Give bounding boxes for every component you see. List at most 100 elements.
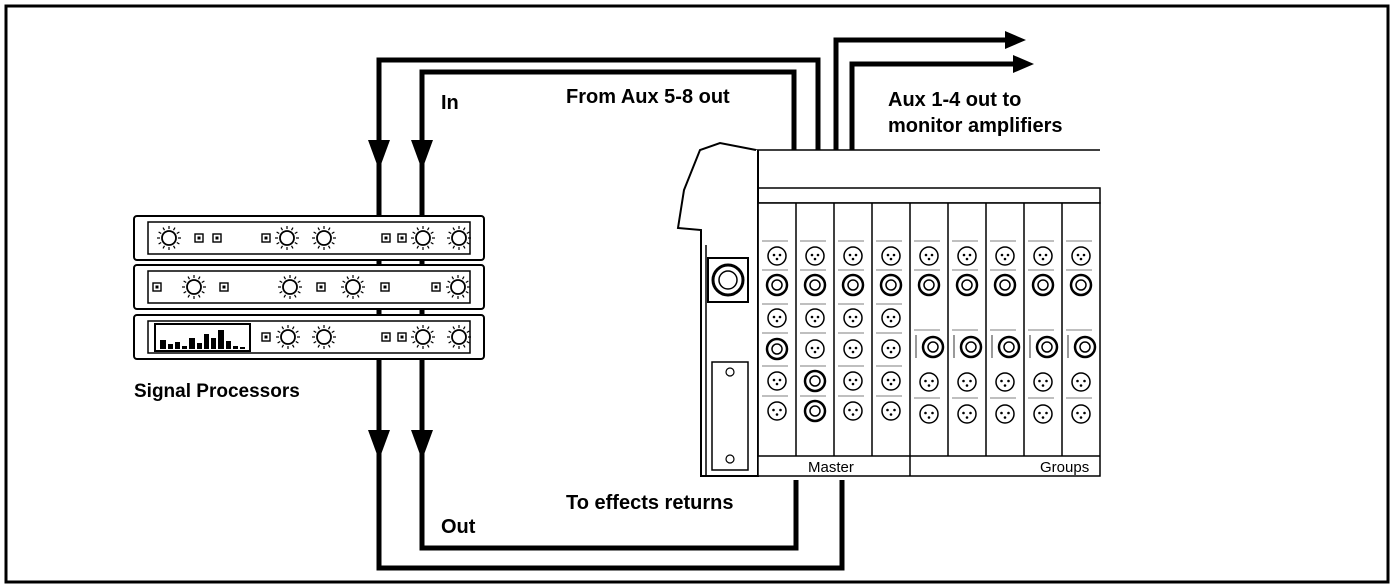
button-icon — [380, 282, 390, 292]
signal-processor-rack — [133, 215, 485, 360]
jack-connector-icon — [765, 273, 789, 297]
aux-out-line-2 — [849, 61, 1018, 150]
button-icon — [381, 233, 391, 243]
jack-connector-icon — [917, 273, 941, 297]
aux-out-line-1 — [833, 37, 1010, 150]
jack-connector-icon — [803, 369, 827, 393]
button-icon — [261, 332, 271, 342]
xlr-connector-icon — [957, 372, 977, 392]
button-icon — [397, 233, 407, 243]
console-modules — [757, 203, 1097, 456]
jack-connector-icon — [959, 335, 983, 359]
button-icon — [219, 282, 229, 292]
button-icon — [261, 233, 271, 243]
knob-icon — [182, 275, 206, 299]
xlr-connector-icon — [881, 246, 901, 266]
knob-icon — [411, 226, 435, 250]
knob-icon — [278, 275, 302, 299]
xlr-connector-icon — [881, 308, 901, 328]
knob-icon — [447, 226, 471, 250]
display-meter-bars — [160, 330, 245, 349]
button-icon — [431, 282, 441, 292]
button-icon — [212, 233, 222, 243]
jack-connector-icon — [1035, 335, 1059, 359]
arrow-right-aux-2 — [1013, 55, 1034, 73]
jack-connector-icon — [955, 273, 979, 297]
xlr-connector-icon — [1071, 372, 1091, 392]
mixing-console: Master Groups — [676, 141, 1101, 477]
knob-icon — [446, 275, 470, 299]
xlr-connector-icon — [919, 246, 939, 266]
xlr-connector-icon — [1071, 404, 1091, 424]
label-aux-line-1: Aux 1-4 out to — [888, 89, 1021, 111]
xlr-connector-icon — [1033, 404, 1053, 424]
xlr-connector-icon — [843, 246, 863, 266]
label-master: Master — [808, 459, 854, 476]
xlr-connector-icon — [881, 401, 901, 421]
arrow-down-inner-top — [411, 140, 433, 170]
knob-icon — [276, 325, 300, 349]
xlr-connector-icon — [957, 404, 977, 424]
arrow-down-inner-bottom — [411, 430, 433, 460]
knob-icon — [411, 325, 435, 349]
jack-connector-icon — [803, 273, 827, 297]
button-icon — [194, 233, 204, 243]
arrow-down-outer-bottom — [368, 430, 390, 460]
knob-icon — [447, 325, 471, 349]
arrowheads — [368, 31, 1034, 460]
xlr-connector-icon — [919, 372, 939, 392]
arrow-right-aux-1 — [1005, 31, 1026, 49]
jack-connector-icon — [841, 273, 865, 297]
label-to-effects: To effects returns — [566, 492, 733, 514]
xlr-connector-icon — [843, 371, 863, 391]
button-icon — [152, 282, 162, 292]
label-out: Out — [441, 516, 476, 538]
xlr-connector-icon — [995, 246, 1015, 266]
xlr-connector-icon — [881, 371, 901, 391]
xlr-connector-icon — [767, 401, 787, 421]
knob-icon — [275, 226, 299, 250]
label-from-aux: From Aux 5-8 out — [566, 86, 730, 108]
knob-icon — [312, 226, 336, 250]
knob-icon — [312, 325, 336, 349]
jack-connector-icon — [921, 335, 945, 359]
xlr-connector-icon — [1033, 246, 1053, 266]
jack-connector-icon — [879, 273, 903, 297]
jack-connector-icon — [1073, 335, 1097, 359]
jack-connector-icon — [765, 337, 789, 361]
xlr-connector-icon — [881, 339, 901, 359]
label-signal-processors: Signal Processors — [134, 381, 300, 402]
xlr-connector-icon — [767, 308, 787, 328]
console-top-strip — [757, 187, 1101, 204]
xlr-connector-icon — [843, 339, 863, 359]
label-groups: Groups — [1040, 459, 1089, 476]
jack-connector-icon — [803, 399, 827, 423]
side-access-panel — [711, 361, 749, 471]
xlr-connector-icon — [767, 246, 787, 266]
arrow-down-outer-top — [368, 140, 390, 170]
xlr-connector-icon — [843, 401, 863, 421]
jack-connector-icon — [997, 335, 1021, 359]
xlr-connector-icon — [1033, 372, 1053, 392]
xlr-connector-icon — [767, 371, 787, 391]
button-icon — [397, 332, 407, 342]
label-in: In — [441, 92, 459, 114]
xlr-connector-icon — [843, 308, 863, 328]
xlr-connector-icon — [995, 404, 1015, 424]
xlr-connector-icon — [805, 246, 825, 266]
jack-connector-icon — [1069, 273, 1093, 297]
xlr-connector-icon — [805, 339, 825, 359]
button-icon — [316, 282, 326, 292]
jack-connector-icon — [993, 273, 1017, 297]
knob-icon — [341, 275, 365, 299]
button-icon — [381, 332, 391, 342]
xlr-connector-icon — [957, 246, 977, 266]
knob-icon — [157, 226, 181, 250]
xlr-connector-icon — [805, 308, 825, 328]
xlr-connector-icon — [1071, 246, 1091, 266]
label-aux-line-2: monitor amplifiers — [888, 115, 1062, 137]
jack-connector-icon — [1031, 273, 1055, 297]
xlr-connector-icon — [995, 372, 1015, 392]
xlr-connector-icon — [919, 404, 939, 424]
